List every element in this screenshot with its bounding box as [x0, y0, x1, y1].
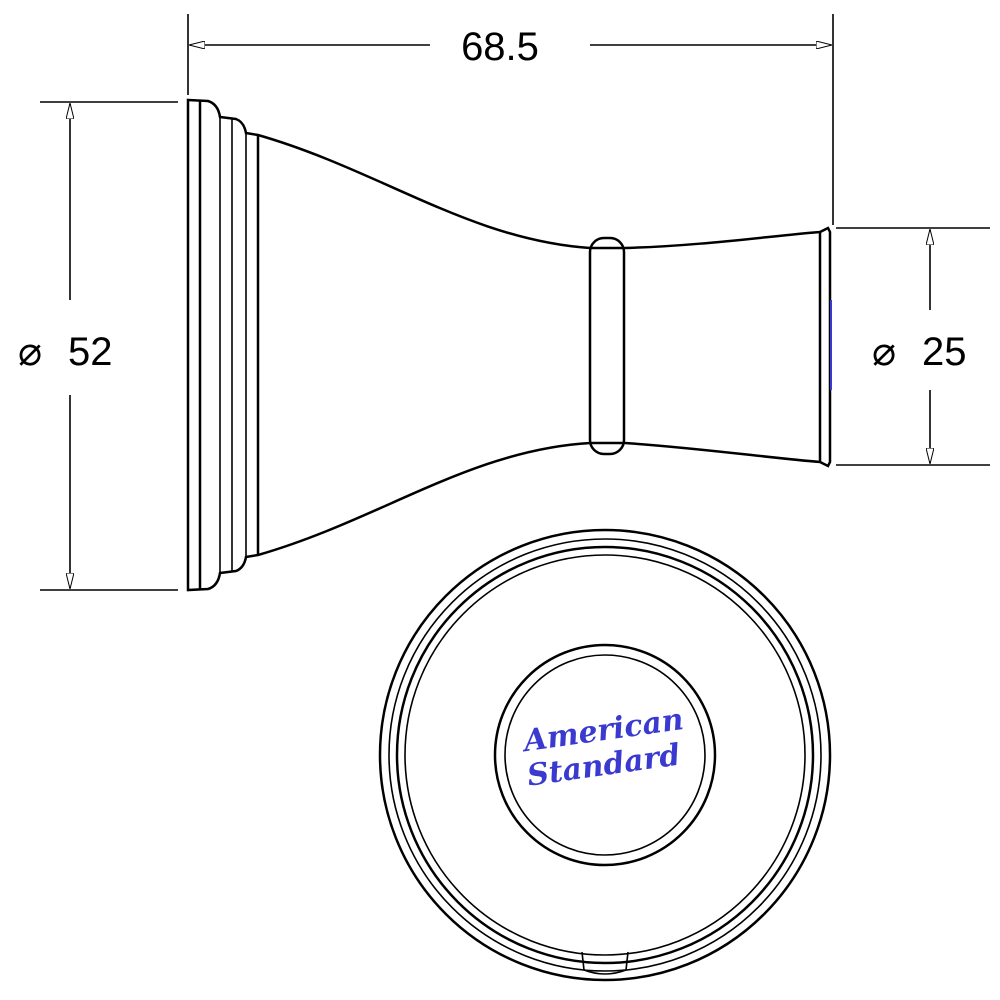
tip-diameter-dimension: ⌀ 25 [836, 227, 990, 466]
collar [588, 236, 626, 456]
side-view [186, 98, 832, 592]
base-diameter-label: 52 [68, 330, 113, 374]
diameter-symbol: ⌀ [18, 330, 42, 374]
american-standard-logo: American Standard [519, 702, 686, 794]
length-dimension: 68.5 [187, 14, 834, 225]
diameter-symbol: ⌀ [872, 330, 896, 374]
front-view: American Standard [378, 528, 832, 982]
length-label: 68.5 [461, 25, 539, 69]
base-diameter-dimension: ⌀ 52 [18, 101, 178, 591]
tip-diameter-label: 25 [922, 330, 967, 374]
